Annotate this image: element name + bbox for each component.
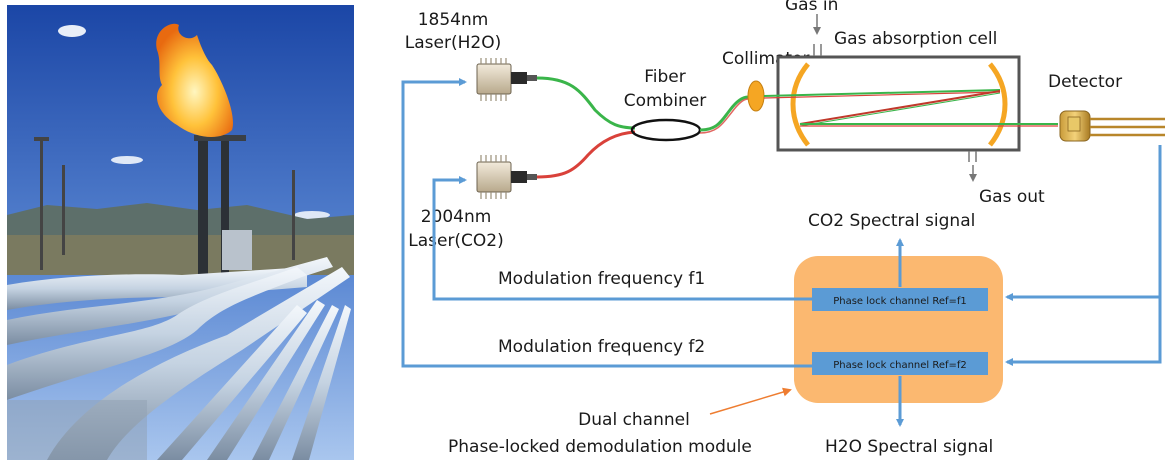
beam-in — [763, 89, 1001, 97]
gas-absorption-cell-label: Gas absorption cell — [834, 29, 997, 49]
flare-platform — [194, 135, 246, 141]
laser-h2o-wavelength: 1854nm — [418, 10, 489, 30]
light-pole — [34, 137, 49, 141]
flare-stack — [198, 125, 208, 275]
pipeline-flare-photo — [7, 5, 354, 460]
phase-lock-channel-1-label: Phase lock channel Ref=f1 — [833, 296, 967, 307]
phase-lock-channel-2-label: Phase lock channel Ref=f2 — [833, 360, 967, 371]
fiber-red-co2 — [536, 130, 636, 179]
beam-diagonal — [799, 90, 1001, 125]
gas-in-label: Gas in — [785, 0, 838, 15]
gas-absorption-cell — [776, 55, 1021, 152]
fiber-combined-red — [699, 98, 749, 134]
module-label-2: Phase-locked demodulation module — [448, 437, 752, 457]
laser-co2-label: Laser(CO2) — [408, 231, 504, 251]
gas-out-port — [968, 151, 977, 162]
fiber-combiner-coil — [630, 118, 702, 142]
fiber-combiner-label-2: Combiner — [624, 91, 707, 111]
fiber-combined — [699, 95, 749, 132]
pipe — [7, 267, 307, 400]
flare-flame — [156, 23, 233, 137]
module-label-1: Dual channel — [578, 410, 690, 430]
collimator-lens — [747, 80, 765, 112]
laser-co2-device — [476, 155, 537, 199]
pipe — [292, 305, 351, 460]
gas-in-port — [813, 44, 822, 56]
light-pole — [40, 140, 43, 270]
flare-stack — [221, 140, 229, 275]
pipe — [7, 267, 307, 310]
pipe — [157, 305, 307, 460]
light-pole — [62, 165, 65, 255]
pipe — [7, 257, 333, 345]
co2-spectral-signal-label: CO2 Spectral signal — [808, 211, 975, 231]
laser-co2-wavelength: 2004nm — [421, 207, 492, 227]
h2o-spectral-signal-label: H2O Spectral signal — [825, 437, 993, 457]
cloud — [58, 25, 86, 37]
phase-lock-channel-1 — [812, 288, 988, 311]
detector-label: Detector — [1048, 72, 1122, 92]
pipe-support — [7, 400, 147, 460]
laser-h2o-device — [476, 58, 537, 101]
cell-mirror-left — [790, 62, 810, 147]
gas-out-label: Gas out — [979, 187, 1045, 207]
fiber-green-h2o — [536, 76, 636, 130]
modulation-f2-line — [401, 78, 812, 368]
detector-feedback-line — [1005, 145, 1162, 366]
cloud — [294, 211, 330, 219]
gas-detection-diagram: 1854nm Laser(H2O) 2004nm Laser(CO2) — [401, 0, 1165, 457]
beam-in-red — [763, 91, 1001, 99]
modulation-f1-label: Modulation frequency f1 — [498, 269, 705, 289]
modulation-f1-line — [432, 176, 812, 301]
flare-tank — [222, 230, 252, 270]
module-pointer-arrow — [709, 387, 792, 415]
laser-h2o-label: Laser(H2O) — [405, 33, 501, 53]
pipe — [207, 300, 325, 460]
light-pole — [292, 170, 295, 260]
pipe — [252, 305, 339, 460]
modulation-f2-label: Modulation frequency f2 — [498, 337, 705, 357]
fiber-combiner-label-1: Fiber — [644, 67, 686, 87]
phase-lock-channel-2 — [812, 352, 988, 375]
cell-mirror-right — [988, 62, 1008, 147]
beam-diagonal-green — [799, 92, 1001, 127]
detector-device — [1059, 110, 1165, 142]
cloud — [111, 156, 143, 164]
